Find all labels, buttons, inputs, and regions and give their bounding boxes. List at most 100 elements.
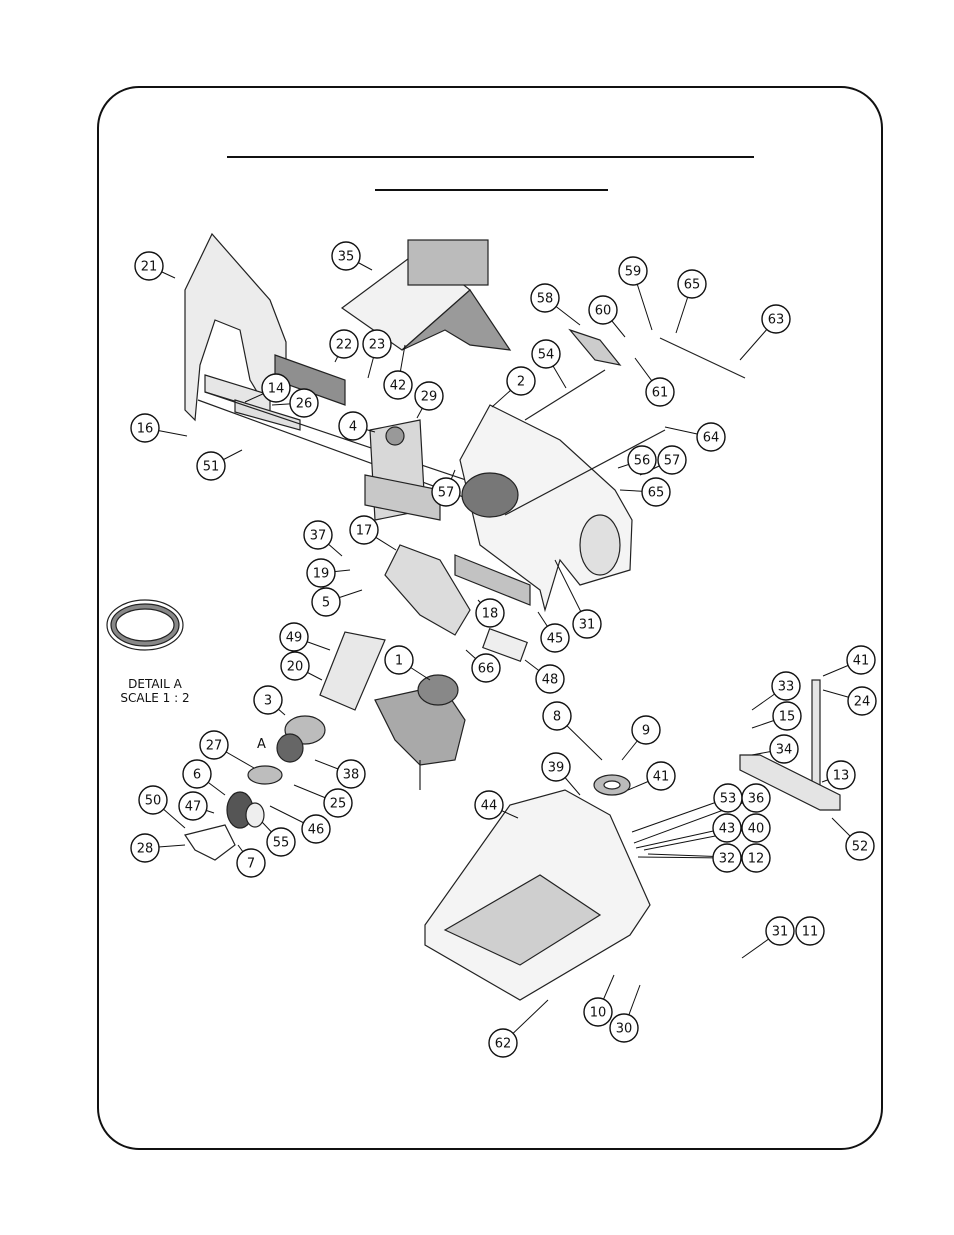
balloon-number: 60 xyxy=(595,304,612,319)
balloon-number: 2 xyxy=(517,375,525,390)
drawing-border xyxy=(97,86,883,1150)
balloon-58: 58 xyxy=(530,283,560,313)
flange-washer xyxy=(593,774,631,796)
balloon-66: 66 xyxy=(471,653,501,683)
balloon-54: 54 xyxy=(531,339,561,369)
balloon-32: 32 xyxy=(712,843,742,873)
balloon-number: 32 xyxy=(719,852,736,867)
balloon-18: 18 xyxy=(475,598,505,628)
leader-line-53 xyxy=(631,797,729,833)
balloon-1: 1 xyxy=(384,645,414,675)
balloon-number: 4 xyxy=(349,420,357,435)
balloon-number: 19 xyxy=(313,567,330,582)
balloon-number: 56 xyxy=(634,454,651,469)
balloon-number: 63 xyxy=(768,313,785,328)
balloon-42: 42 xyxy=(383,370,413,400)
balloon-53: 53 xyxy=(713,783,743,813)
balloon-60: 60 xyxy=(588,295,618,325)
balloon-22: 22 xyxy=(329,329,359,359)
balloon-17: 17 xyxy=(349,515,379,545)
balloon-15: 15 xyxy=(772,701,802,731)
title-rule xyxy=(227,156,754,158)
balloon-30: 30 xyxy=(609,1013,639,1043)
balloon-number: 51 xyxy=(203,460,220,475)
balloon-39: 39 xyxy=(541,752,571,782)
balloon-13: 13 xyxy=(826,760,856,790)
balloon-48: 48 xyxy=(535,664,565,694)
balloon-number: 9 xyxy=(642,724,650,739)
balloon-28: 28 xyxy=(130,833,160,863)
balloon-number: 59 xyxy=(625,265,642,280)
balloon-number: 43 xyxy=(719,822,736,837)
balloon-number: 66 xyxy=(478,662,495,677)
pulley-stack xyxy=(226,733,304,829)
detail-a-ring xyxy=(106,599,184,651)
balloon-number: 64 xyxy=(703,431,720,446)
balloon-number: 3 xyxy=(264,694,272,709)
balloon-number: 40 xyxy=(748,822,765,837)
balloon-number: 18 xyxy=(482,607,499,622)
balloon-35: 35 xyxy=(331,241,361,271)
balloon-31: 31 xyxy=(572,609,602,639)
balloon-number: 55 xyxy=(273,836,290,851)
balloon-number: 53 xyxy=(720,792,737,807)
balloon-33: 33 xyxy=(771,671,801,701)
balloon-number: 8 xyxy=(553,710,561,725)
bearing-block xyxy=(364,419,441,521)
balloon-number: 39 xyxy=(548,761,565,776)
balloon-number: 14 xyxy=(268,382,285,397)
balloon-number: 61 xyxy=(652,386,669,401)
balloon-2: 2 xyxy=(506,366,536,396)
balloon-36: 36 xyxy=(741,783,771,813)
balloon-3: 3 xyxy=(253,685,283,715)
balloon-62: 62 xyxy=(488,1028,518,1058)
balloon-number: 48 xyxy=(542,673,559,688)
balloon-number: 1 xyxy=(395,654,403,669)
balloon-23: 23 xyxy=(362,329,392,359)
balloon-46: 46 xyxy=(301,814,331,844)
balloon-41: 41 xyxy=(646,761,676,791)
balloon-number: 23 xyxy=(369,338,386,353)
balloon-29: 29 xyxy=(414,381,444,411)
balloon-number: 27 xyxy=(206,739,223,754)
balloon-37: 37 xyxy=(303,520,333,550)
balloon-number: 41 xyxy=(853,654,870,669)
balloon-44: 44 xyxy=(474,790,504,820)
detail-a-label: DETAIL A SCALE 1 : 2 xyxy=(100,677,210,705)
balloon-number: 30 xyxy=(616,1022,633,1037)
balloon-number: 49 xyxy=(286,631,303,646)
balloon-number: 22 xyxy=(336,338,353,353)
balloon-number: 17 xyxy=(356,524,373,539)
balloon-number: 35 xyxy=(338,250,355,265)
subtitle-rule xyxy=(375,189,608,191)
balloon-number: 28 xyxy=(137,842,154,857)
motor-mount xyxy=(384,544,531,663)
balloon-number: 65 xyxy=(684,278,701,293)
balloon-51: 51 xyxy=(196,451,226,481)
base-tray xyxy=(424,789,651,1001)
balloon-11: 11 xyxy=(795,916,825,946)
balloon-19: 19 xyxy=(306,558,336,588)
balloon-9: 9 xyxy=(631,715,661,745)
balloon-number: 24 xyxy=(854,695,871,710)
balloon-41: 41 xyxy=(846,645,876,675)
shafts xyxy=(504,328,746,516)
balloon-number: 45 xyxy=(547,632,564,647)
balloon-65: 65 xyxy=(641,477,671,507)
balloon-number: 57 xyxy=(438,486,455,501)
main-side-frame xyxy=(459,404,633,613)
balloon-61: 61 xyxy=(645,377,675,407)
detail-a-title: DETAIL A xyxy=(128,677,182,691)
balloon-49: 49 xyxy=(279,622,309,652)
balloon-7: 7 xyxy=(236,848,266,878)
balloon-57: 57 xyxy=(657,445,687,475)
balloon-31: 31 xyxy=(765,916,795,946)
balloon-number: 50 xyxy=(145,794,162,809)
balloon-50: 50 xyxy=(138,785,168,815)
balloon-number: 15 xyxy=(779,710,796,725)
balloon-14: 14 xyxy=(261,373,291,403)
balloon-number: 41 xyxy=(653,770,670,785)
detail-a-scale: SCALE 1 : 2 xyxy=(120,691,190,705)
